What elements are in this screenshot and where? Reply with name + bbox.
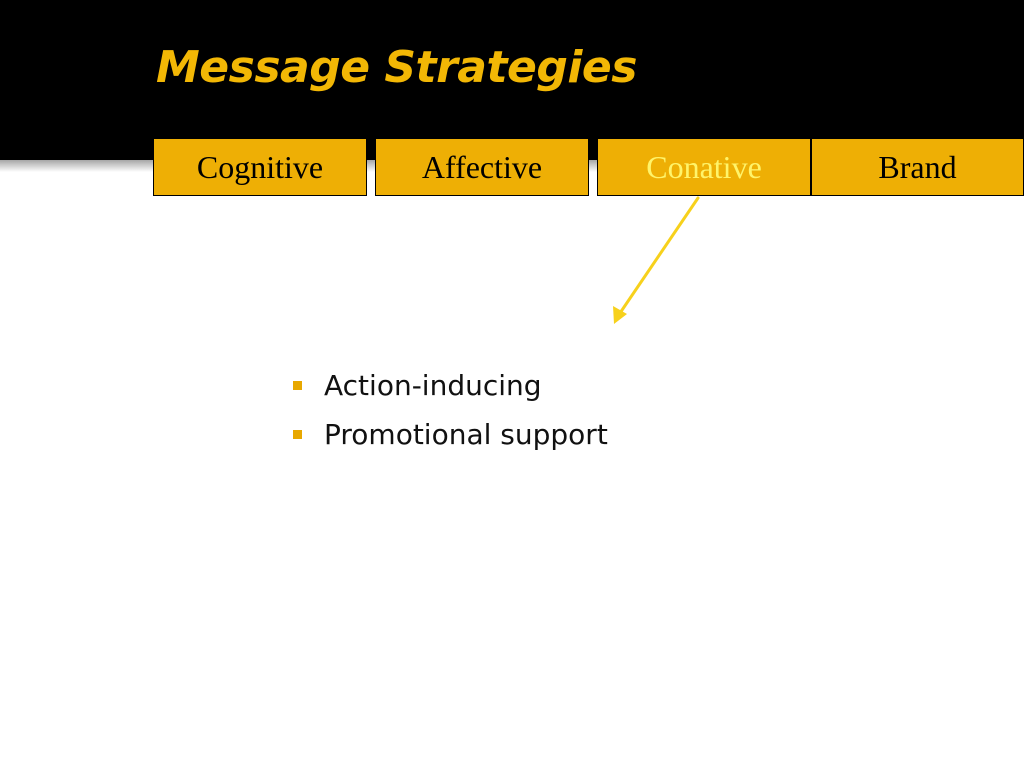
strategy-box-affective: Affective <box>375 138 589 196</box>
arrow-head-icon <box>613 306 627 324</box>
bullet-item: Promotional support <box>290 413 608 462</box>
square-bullet-icon <box>293 430 302 439</box>
square-bullet-icon <box>293 381 302 390</box>
strategy-box-conative: Conative <box>597 138 811 196</box>
bullet-text: Action-inducing <box>324 369 542 402</box>
slide-title: Message Strategies <box>156 42 637 93</box>
strategy-label-conative: Conative <box>646 148 762 185</box>
strategy-label-affective: Affective <box>421 148 543 185</box>
strategy-label-cognitive: Cognitive <box>196 148 324 185</box>
strategy-box-cognitive: Cognitive <box>153 138 367 196</box>
bullet-item: Action-inducing <box>290 364 608 413</box>
header-band <box>0 0 1024 160</box>
bullet-text: Promotional support <box>324 418 608 451</box>
strategy-box-brand: Brand <box>811 138 1024 196</box>
strategy-label-brand: Brand <box>878 148 957 185</box>
arrow-shaft <box>616 196 700 318</box>
bullet-list: Action-inducing Promotional support <box>290 364 608 462</box>
